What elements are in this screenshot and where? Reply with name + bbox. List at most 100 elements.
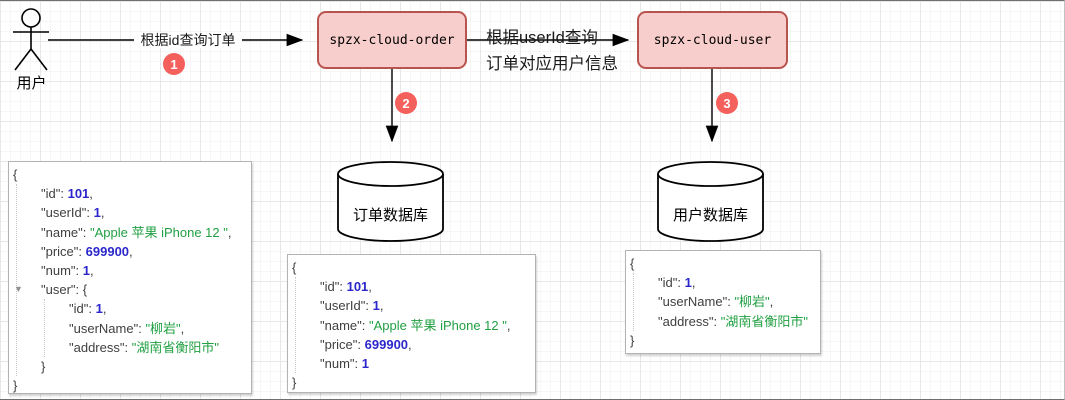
json-line: "id": 1, (13, 299, 251, 318)
json-token-punc: , (102, 301, 107, 317)
json-line: "userId": 1, (13, 203, 251, 222)
json-token-punc: , (227, 224, 232, 240)
json-token-punc: { (13, 167, 18, 182)
json-token-punc: : (78, 243, 86, 259)
user-database-cylinder[interactable] (657, 161, 764, 242)
json-token-key: "id" (320, 279, 340, 295)
collapse-triangle-icon[interactable]: ▼ (14, 284, 23, 295)
json-token-num: 101 (346, 279, 369, 295)
json-token-str: "Apple 苹果 iPhone 12 " (368, 317, 507, 333)
json-token-punc: , (769, 294, 774, 310)
json-line: "userName": "柳岩", (13, 319, 251, 338)
json-token-punc: { (630, 256, 635, 271)
json-token-key: "userName" (658, 294, 728, 310)
json-token-key: "user" (41, 282, 76, 298)
json-token-punc: : (354, 355, 362, 371)
json-line: "id": 101, (13, 184, 251, 203)
json-token-punc: { (292, 260, 297, 275)
json-token-punc: : (339, 279, 347, 295)
indent-guide (16, 184, 17, 377)
json-token-punc: : (75, 262, 83, 278)
json-token-punc: : (60, 186, 68, 202)
json-token-key: "name" (320, 317, 362, 333)
json-token-punc: , (100, 205, 105, 221)
user-database-label: 用户数据库 (672, 207, 748, 224)
json-token-key: "name" (41, 224, 83, 240)
json-token-num: 1 (361, 355, 369, 371)
json-panel-user-record[interactable]: { "id": 1,"userName": "柳岩", "address": "湖南… (625, 250, 821, 354)
json-line: } (13, 357, 251, 376)
json-line: } (292, 373, 535, 392)
json-token-num: 1 (93, 205, 101, 221)
json-panel-order-with-user[interactable]: {"id": 101,"userId": 1,"name": "Apple 苹果… (8, 161, 252, 394)
edge-label-line1: 根据userId查询 (486, 29, 598, 47)
indent-guide (295, 277, 296, 374)
step-badge-2[interactable]: 2 (395, 92, 417, 114)
json-line: { (13, 165, 251, 184)
json-line: "id": 1, (630, 273, 820, 292)
json-token-str: "Apple 苹果 iPhone 12 " (89, 224, 228, 240)
order-database-cylinder[interactable] (337, 161, 444, 242)
json-token-key: "num" (320, 355, 355, 371)
json-token-punc: , (129, 243, 133, 259)
json-token-punc: , (506, 317, 511, 333)
json-line: "id": 101, (292, 277, 535, 296)
node-spzx-cloud-user[interactable]: spzx-cloud-user (637, 11, 788, 69)
json-token-num: 1 (684, 275, 692, 291)
json-token-punc: , (180, 320, 185, 336)
json-token-key: "address" (658, 313, 714, 329)
json-token-key: "id" (658, 275, 678, 291)
node-label: spzx-cloud-user (653, 32, 772, 48)
json-line: "num": 1 (292, 354, 535, 373)
json-line: "userName": "柳岩", (630, 292, 820, 311)
edge-label-query-order[interactable]: 根据id查询订单 (134, 32, 242, 48)
json-token-num: 1 (95, 301, 103, 317)
edge-label-line2: 订单对应用户信息 (486, 55, 618, 73)
json-line: } (13, 376, 251, 394)
json-token-punc: : (365, 298, 373, 314)
json-token-punc: } (41, 358, 46, 374)
step-badge-3[interactable]: 3 (716, 92, 738, 114)
json-line: } (630, 331, 820, 350)
json-token-punc: : (138, 320, 146, 336)
json-line: "name": "Apple 苹果 iPhone 12 ", (13, 223, 251, 242)
json-token-punc: : (727, 294, 735, 310)
json-token-key: "num" (41, 262, 76, 278)
json-token-str: "柳岩" (145, 320, 181, 336)
json-token-punc: , (379, 298, 384, 314)
json-token-punc: } (13, 378, 18, 394)
node-label: spzx-cloud-order (329, 32, 455, 48)
json-token-punc: } (630, 332, 635, 348)
json-token-key: "userId" (320, 298, 366, 314)
json-token-key: "price" (41, 243, 79, 259)
json-token-punc: : (86, 205, 94, 221)
json-token-punc: : (88, 301, 96, 317)
step-badge-1[interactable]: 1 (163, 53, 185, 75)
json-token-punc: , (691, 275, 696, 291)
indent-guide (44, 299, 45, 357)
json-token-key: "price" (320, 336, 358, 352)
json-token-num: 1 (372, 298, 380, 314)
json-line: "name": "Apple 苹果 iPhone 12 ", (292, 316, 535, 335)
json-token-str: "柳岩" (734, 294, 770, 310)
json-panel-order-record[interactable]: {"id": 101,"userId": 1,"name": "Apple 苹果… (287, 254, 536, 393)
json-token-key: "address" (69, 339, 125, 355)
json-token-punc: , (408, 336, 412, 352)
json-token-punc: , (90, 262, 94, 278)
json-token-num: 699900 (364, 336, 409, 352)
actor-figure[interactable] (13, 8, 49, 71)
json-token-punc: , (368, 279, 372, 295)
node-spzx-cloud-order[interactable]: spzx-cloud-order (317, 11, 467, 69)
actor-label: 用户 (16, 75, 47, 92)
json-line: "price": 699900, (13, 242, 251, 261)
json-token-key: "userName" (69, 320, 139, 336)
json-token-str: "湖南省衡阳市" (720, 313, 808, 329)
json-line: { (630, 254, 820, 273)
edge-label-query-user[interactable]: 根据userId查询 订单对应用户信息 (486, 25, 626, 77)
json-line: "num": 1, (13, 261, 251, 280)
order-database-label: 订单数据库 (352, 207, 428, 224)
json-token-punc: : (124, 339, 132, 355)
json-token-num: 101 (67, 186, 90, 202)
json-token-punc: : (357, 336, 365, 352)
